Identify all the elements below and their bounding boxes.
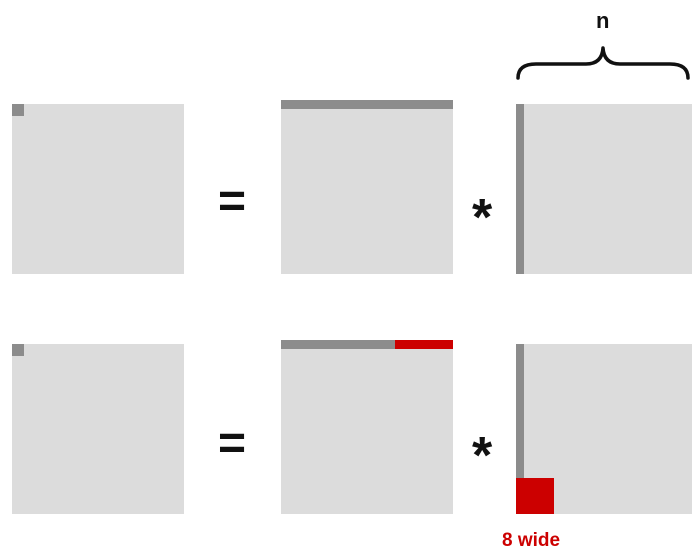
left-row-highlight (281, 100, 453, 109)
right-column-highlight (516, 344, 524, 478)
left-matrix-top (281, 100, 453, 274)
result-matrix-bottom (12, 344, 184, 514)
left-row-segment-red (395, 340, 453, 349)
multiply-sign-bottom: * (472, 427, 493, 485)
result-element-marker (12, 344, 24, 356)
width-label: 8 wide (502, 530, 561, 551)
right-matrix-top (516, 104, 692, 274)
curly-brace (516, 46, 690, 80)
result-element-marker (12, 104, 24, 116)
result-matrix-top (12, 104, 184, 274)
right-block-red (516, 478, 554, 514)
right-matrix-bottom (516, 344, 692, 514)
multiply-sign-top: * (472, 189, 493, 247)
equals-sign-bottom: = (218, 417, 247, 470)
brace-label-n: n (596, 8, 610, 33)
equals-sign-top: = (218, 175, 247, 228)
left-row-highlight (281, 340, 395, 349)
left-matrix-bottom (281, 340, 453, 514)
right-column-highlight (516, 104, 524, 274)
